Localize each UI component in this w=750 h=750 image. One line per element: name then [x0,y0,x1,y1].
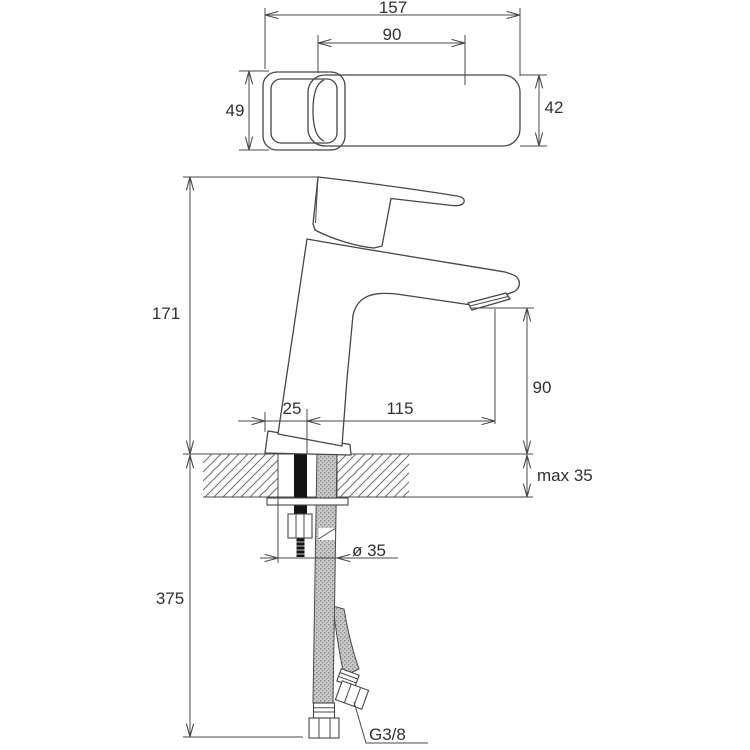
dim-body-width-label: 42 [545,98,564,117]
dim-hole-diameter-label: ø 35 [352,541,386,560]
dim-body-width: 42 [520,74,564,147]
body-top-outline [307,74,521,147]
dim-base-offset-and-reach: 25 115 [238,309,496,454]
dim-body-length-label: 90 [383,25,402,44]
dim-total-height-label: 171 [152,304,180,323]
countertop-lines [183,453,533,498]
dim-hole-diameter: ø 35 [260,497,398,563]
dim-body-length: 90 [317,25,466,85]
faucet-body-outline [277,238,520,447]
dim-base-offset-label: 25 [283,399,302,418]
spout-aerator [467,292,511,311]
dim-mount-thickness-label: max 35 [537,466,593,485]
mounting-nut [287,513,313,539]
hose-connector-right [334,667,370,710]
dim-overall-length: 157 [264,0,521,76]
dim-spout-height-label: 90 [533,378,552,397]
g38-leader-line [353,701,428,744]
dim-handle-width: 49 [226,70,269,151]
handle-top-outline [262,71,346,151]
top-view: 157 90 49 42 [226,0,564,151]
countertop-hatch-right [337,454,409,497]
washer-plate [266,497,349,506]
hose-connector-main [308,702,340,739]
front-view [264,176,520,456]
lever-handle-outline [312,176,465,249]
dim-spout-reach-label: 115 [386,399,413,418]
dim-total-height: 171 [152,176,318,455]
dim-overall-length-label: 157 [379,0,407,17]
countertop-section [183,453,533,498]
dim-hose-length-label: 375 [156,589,184,608]
countertop-hatch-left [203,454,278,497]
dim-spout-height: 90 [472,307,552,455]
supply-hose-main [312,449,338,704]
supply-hose-right [332,605,360,677]
dim-mount-thickness: max 35 [522,454,593,498]
thread-size-callout: G3/8 [353,701,428,744]
dim-hose-length: 375 [156,454,303,738]
thread-size-label: G3/8 [369,725,406,744]
dim-handle-width-label: 49 [226,101,245,120]
